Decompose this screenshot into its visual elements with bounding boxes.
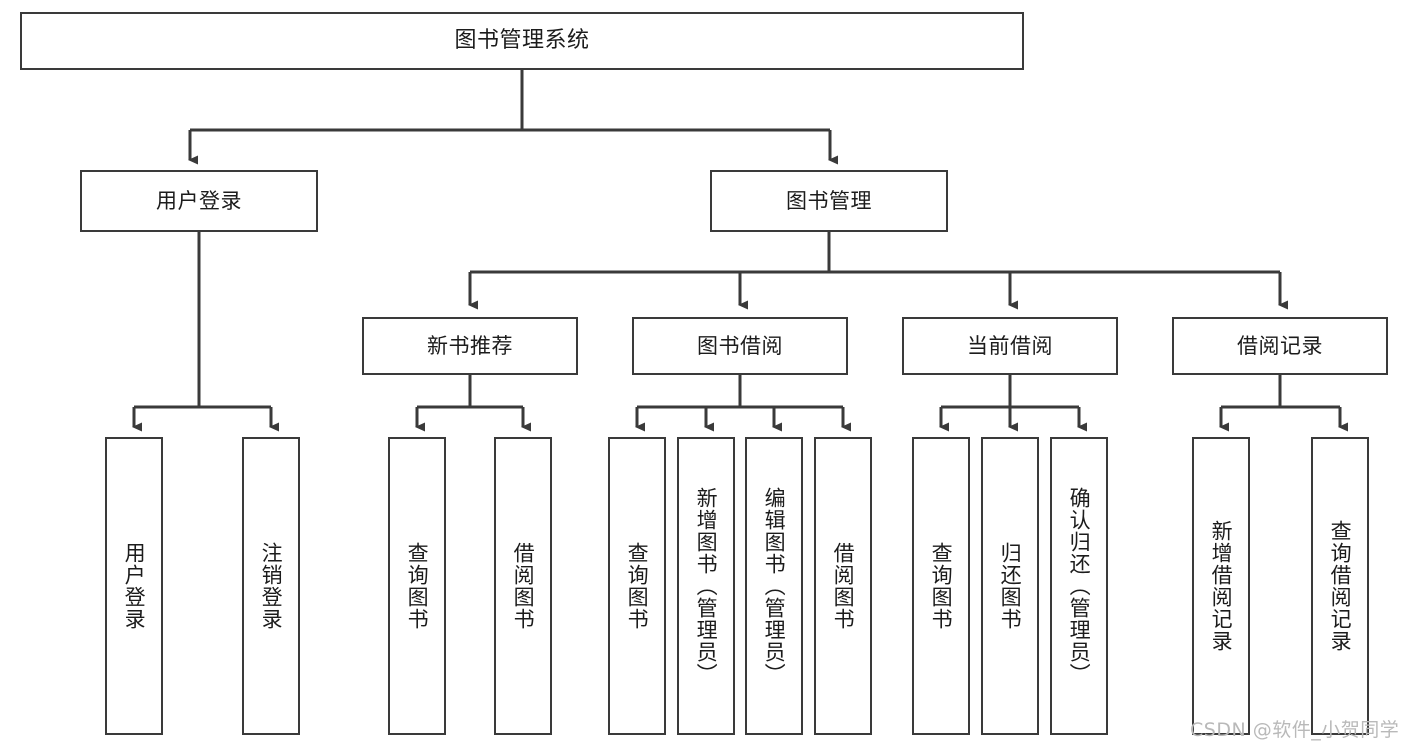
node-label: 注销登录 [259,542,284,630]
leaf-query-books-recommend[interactable]: 查询图书 [388,437,446,735]
node-book-borrow[interactable]: 图书借阅 [632,317,848,375]
leaf-query-books-borrow[interactable]: 查询图书 [608,437,666,735]
node-book-management[interactable]: 图书管理 [710,170,948,232]
node-borrow-record[interactable]: 借阅记录 [1172,317,1388,375]
leaf-add-borrow-record[interactable]: 新增借阅记录 [1192,437,1250,735]
node-label: 归还图书 [998,542,1023,630]
leaf-query-borrow-record[interactable]: 查询借阅记录 [1311,437,1369,735]
leaf-user-login[interactable]: 用户登录 [105,437,163,735]
leaf-edit-book-admin[interactable]: 编辑图书（管理员） [745,437,803,735]
leaf-add-book-admin[interactable]: 新增图书（管理员） [677,437,735,735]
node-label: 查询图书 [625,542,650,630]
node-label: 当前借阅 [967,333,1053,358]
node-current-borrow[interactable]: 当前借阅 [902,317,1118,375]
node-user-login[interactable]: 用户登录 [80,170,318,232]
node-label: 图书借阅 [697,333,783,358]
leaf-confirm-return-admin[interactable]: 确认归还（管理员） [1050,437,1108,735]
leaf-return-books[interactable]: 归还图书 [981,437,1039,735]
leaf-logout[interactable]: 注销登录 [242,437,300,735]
leaf-borrow-books-recommend[interactable]: 借阅图书 [494,437,552,735]
leaf-borrow-books[interactable]: 借阅图书 [814,437,872,735]
node-label: 新增借阅记录 [1209,520,1234,652]
node-label: 查询借阅记录 [1328,520,1353,652]
node-label: 查询图书 [929,542,954,630]
node-label: 新增图书（管理员） [694,487,719,685]
node-label: 编辑图书（管理员） [762,487,787,685]
leaf-query-books-current[interactable]: 查询图书 [912,437,970,735]
node-label: 查询图书 [405,542,430,630]
node-label: 用户登录 [156,188,242,213]
csdn-watermark: CSDN @软件_小贺同学 [1190,719,1400,741]
node-label: 确认归还（管理员） [1067,487,1092,685]
node-label: 借阅图书 [511,542,536,630]
node-label: 用户登录 [122,542,147,630]
node-label: 图书管理系统 [454,28,590,54]
node-root-system[interactable]: 图书管理系统 [20,12,1024,70]
node-label: 新书推荐 [427,333,513,358]
node-new-book-recommend[interactable]: 新书推荐 [362,317,578,375]
node-label: 图书管理 [786,188,872,213]
node-label: 借阅记录 [1237,333,1323,358]
node-label: 借阅图书 [831,542,856,630]
